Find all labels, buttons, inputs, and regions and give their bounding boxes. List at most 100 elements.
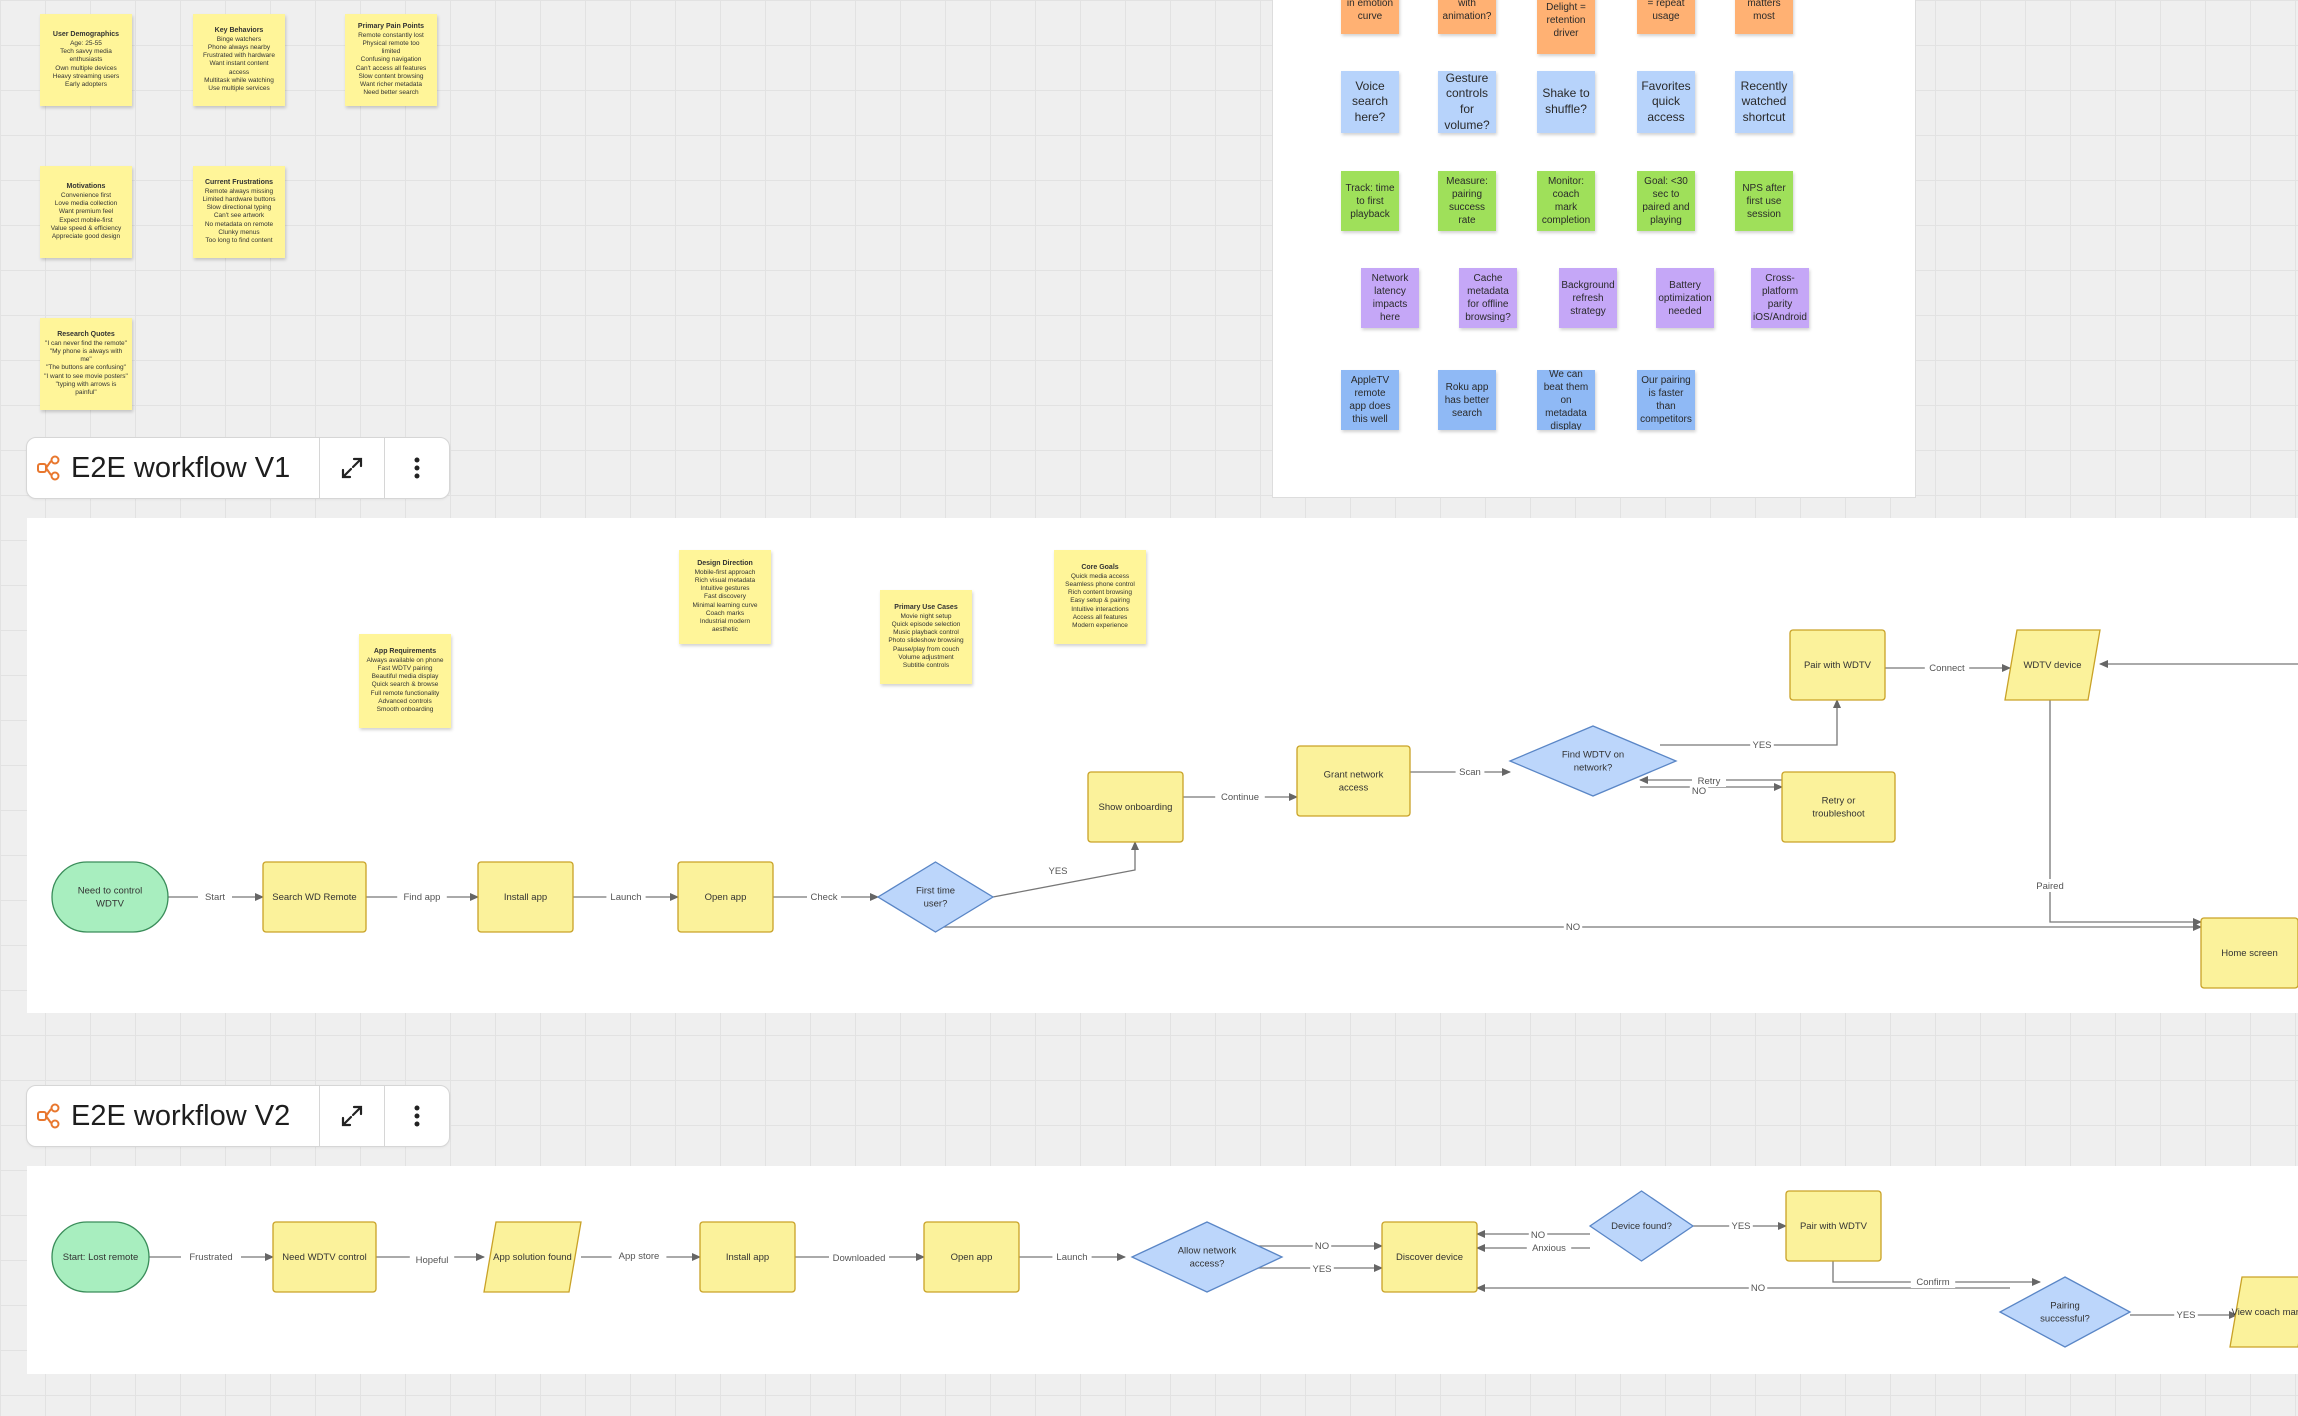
sticky-line: Need better search xyxy=(363,88,419,96)
board-sticky[interactable]: Monitor: coach mark completion xyxy=(1537,171,1595,231)
board-sticky[interactable]: Cache metadata for offline browsing? xyxy=(1459,268,1517,328)
sticky-title: Motivations xyxy=(66,183,106,191)
sticky-line: Clunky menus xyxy=(218,228,260,236)
node-home[interactable]: Home screen xyxy=(2200,917,2298,989)
board-sticky[interactable]: AppleTV remote app does this well xyxy=(1341,370,1399,430)
board-sticky[interactable]: Favorites quick access xyxy=(1637,71,1695,133)
board-sticky[interactable]: Track: time to first playback xyxy=(1341,171,1399,231)
more-options-icon[interactable] xyxy=(384,438,449,498)
board-sticky[interactable]: Goal: <30 sec to paired and playing xyxy=(1637,171,1695,231)
board-sticky[interactable]: Delight = retention driver xyxy=(1537,0,1595,54)
board-sticky[interactable]: Our pairing is faster than competitors xyxy=(1637,370,1695,430)
sticky-line: Fast discovery xyxy=(704,593,746,601)
frame-title[interactable]: E2E workflow V2 xyxy=(71,1099,291,1132)
node-search[interactable]: Search WD Remote xyxy=(262,861,367,933)
sticky-line: Slow directional typing xyxy=(206,204,272,212)
board-sticky[interactable]: Cross-platform parity iOS/Android xyxy=(1751,268,1809,328)
expand-icon[interactable] xyxy=(319,1086,384,1146)
sticky-line: Gesture controls for volume? xyxy=(1444,71,1490,132)
expand-icon[interactable] xyxy=(319,438,384,498)
sticky-line: Seamless phone control xyxy=(1065,581,1135,589)
node-onboarding[interactable]: Show onboarding xyxy=(1087,771,1184,843)
sticky-line: Always available on phone xyxy=(366,657,444,665)
node-app-found[interactable]: App solution found xyxy=(483,1221,582,1293)
node-install[interactable]: Install app xyxy=(477,861,574,933)
board-sticky[interactable]: Recently watched shortcut xyxy=(1735,71,1793,133)
board-sticky[interactable]: Battery optimization needed xyxy=(1656,268,1714,328)
board-sticky[interactable]: Background refresh strategy xyxy=(1559,268,1617,328)
node-label: Need WDTV control xyxy=(282,1252,366,1263)
research-sticky[interactable]: Research Quotes"I can never find the rem… xyxy=(40,318,132,410)
sticky-line: Appreciate good design xyxy=(51,232,121,240)
connector-label: YES xyxy=(2176,1310,2195,1321)
node-coach-marks[interactable]: View coach marks xyxy=(2229,1276,2298,1348)
sticky-line: Network latency impacts here xyxy=(1371,273,1409,323)
node-start[interactable]: Start: Lost remote xyxy=(51,1221,150,1293)
flow-connector[interactable] xyxy=(1660,699,1841,746)
node-device-found[interactable]: Device found? xyxy=(1588,1190,1695,1262)
sticky-line: Music playback control xyxy=(893,629,959,637)
board-sticky[interactable]: Shake to shuffle? xyxy=(1537,71,1595,133)
connector-label: Paired xyxy=(2036,881,2063,892)
frame-title[interactable]: E2E workflow V1 xyxy=(71,451,291,484)
connector-label: Hopeful xyxy=(416,1255,449,1266)
board-sticky[interactable]: in emotion curve xyxy=(1341,0,1399,34)
node-need-control[interactable]: Need WDTV control xyxy=(272,1221,377,1293)
flow-connector[interactable] xyxy=(1832,1261,2041,1286)
node-install[interactable]: Install app xyxy=(699,1221,796,1293)
sticky-line: "I want to see movie posters" xyxy=(44,372,128,380)
board-sticky[interactable]: NPS after first use session xyxy=(1735,171,1793,231)
node-label: Discover device xyxy=(1396,1252,1463,1263)
node-open[interactable]: Open app xyxy=(923,1221,1020,1293)
sticky-title: User Demographics xyxy=(52,31,120,39)
sticky-line: Volume adjustment xyxy=(898,653,954,661)
node-pair[interactable]: Pair with WDTV xyxy=(1785,1190,1882,1262)
sticky-line: limited xyxy=(381,48,401,56)
node-wdtv-device[interactable]: WDTV device xyxy=(2004,629,2101,701)
board-sticky[interactable]: = repeat usage xyxy=(1637,0,1695,34)
board-sticky[interactable]: Voice search here? xyxy=(1341,71,1399,133)
node-pair[interactable]: Pair with WDTV xyxy=(1789,629,1886,701)
connector-label: App store xyxy=(619,1251,660,1262)
sticky-title: Core Goals xyxy=(1081,564,1119,572)
flow-connector[interactable] xyxy=(2049,700,2202,926)
sticky-title: Research Quotes xyxy=(57,331,115,339)
sticky-line: Delight = retention driver xyxy=(1546,1,1586,39)
sticky-line: Quick episode selection xyxy=(891,621,961,629)
node-discover[interactable]: Discover device xyxy=(1381,1221,1478,1293)
board-sticky[interactable]: matters most xyxy=(1735,0,1793,34)
board-sticky[interactable]: Gesture controls for volume? xyxy=(1438,71,1496,133)
sticky-line: Slow content browsing xyxy=(358,72,424,80)
connector-label: Confirm xyxy=(1916,1277,1949,1288)
board-sticky[interactable]: Roku app has better search xyxy=(1438,370,1496,430)
sticky-line: Voice search here? xyxy=(1351,78,1389,124)
connector-label: NO xyxy=(1751,1283,1765,1294)
more-options-icon[interactable] xyxy=(384,1086,449,1146)
board-sticky[interactable]: We can beat them on metadata display xyxy=(1537,370,1595,430)
flow-connector[interactable] xyxy=(992,841,1139,898)
board-sticky[interactable]: Measure: pairing success rate xyxy=(1438,171,1496,231)
board-sticky[interactable]: with animation? xyxy=(1438,0,1496,34)
node-open[interactable]: Open app xyxy=(677,861,774,933)
board-sticky[interactable]: Network latency impacts here xyxy=(1361,268,1419,328)
